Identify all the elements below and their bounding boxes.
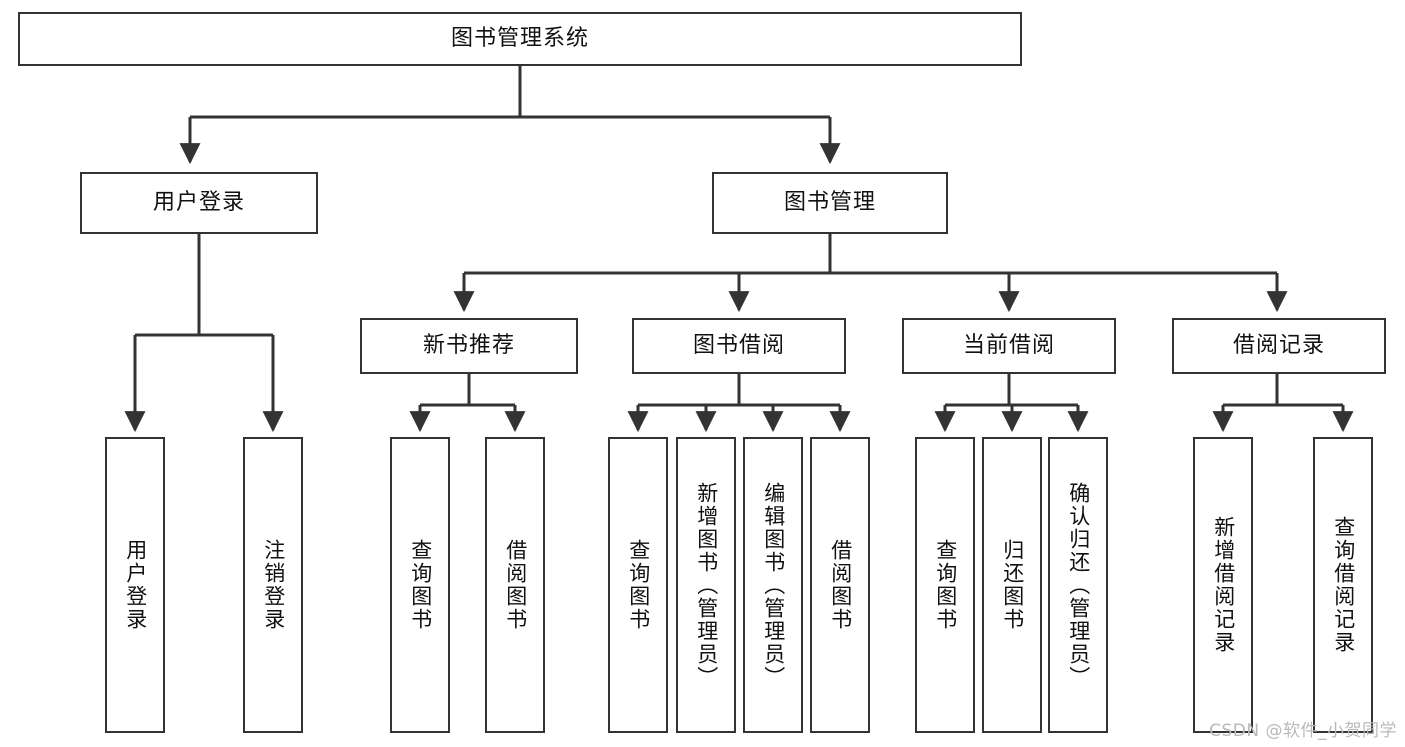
node-root[interactable]: 图书管理系统 (18, 12, 1022, 66)
leaf-user-login-login[interactable]: 用户登录 (105, 437, 165, 733)
leaf-label: 查询图书 (408, 539, 433, 631)
leaf-label: 查询借阅记录 (1331, 516, 1356, 654)
leaf-current-return-book[interactable]: 归还图书 (982, 437, 1042, 733)
node-book-management[interactable]: 图书管理 (712, 172, 948, 234)
leaf-user-login-logout[interactable]: 注销登录 (243, 437, 303, 733)
leaf-label: 确认归还（管理员） (1066, 481, 1091, 689)
leaf-label: 查询图书 (933, 539, 958, 631)
leaf-label: 归还图书 (1000, 539, 1025, 631)
leaf-label: 查询图书 (626, 539, 651, 631)
node-book-borrow[interactable]: 图书借阅 (632, 318, 846, 374)
leaf-label: 用户登录 (123, 539, 148, 631)
leaf-label: 新增借阅记录 (1211, 516, 1236, 654)
leaf-label: 编辑图书（管理员） (761, 481, 786, 689)
leaf-new-book-borrow[interactable]: 借阅图书 (485, 437, 545, 733)
leaf-label: 新增图书（管理员） (694, 481, 719, 689)
leaf-new-book-query[interactable]: 查询图书 (390, 437, 450, 733)
node-new-book-recommend[interactable]: 新书推荐 (360, 318, 578, 374)
leaf-label: 借阅图书 (503, 539, 528, 631)
node-user-login[interactable]: 用户登录 (80, 172, 318, 234)
leaf-borrow-borrow-book[interactable]: 借阅图书 (810, 437, 870, 733)
node-current-borrow[interactable]: 当前借阅 (902, 318, 1116, 374)
csdn-watermark: CSDN @软件_小贺同学 (1209, 721, 1397, 741)
leaf-label: 借阅图书 (828, 539, 853, 631)
leaf-records-add-record[interactable]: 新增借阅记录 (1193, 437, 1253, 733)
leaf-borrow-query-book[interactable]: 查询图书 (608, 437, 668, 733)
leaf-current-query-book[interactable]: 查询图书 (915, 437, 975, 733)
leaf-label: 注销登录 (261, 539, 286, 631)
leaf-borrow-edit-book-admin[interactable]: 编辑图书（管理员） (743, 437, 803, 733)
leaf-records-query-record[interactable]: 查询借阅记录 (1313, 437, 1373, 733)
node-borrow-records[interactable]: 借阅记录 (1172, 318, 1386, 374)
leaf-current-confirm-return-admin[interactable]: 确认归还（管理员） (1048, 437, 1108, 733)
leaf-borrow-add-book-admin[interactable]: 新增图书（管理员） (676, 437, 736, 733)
